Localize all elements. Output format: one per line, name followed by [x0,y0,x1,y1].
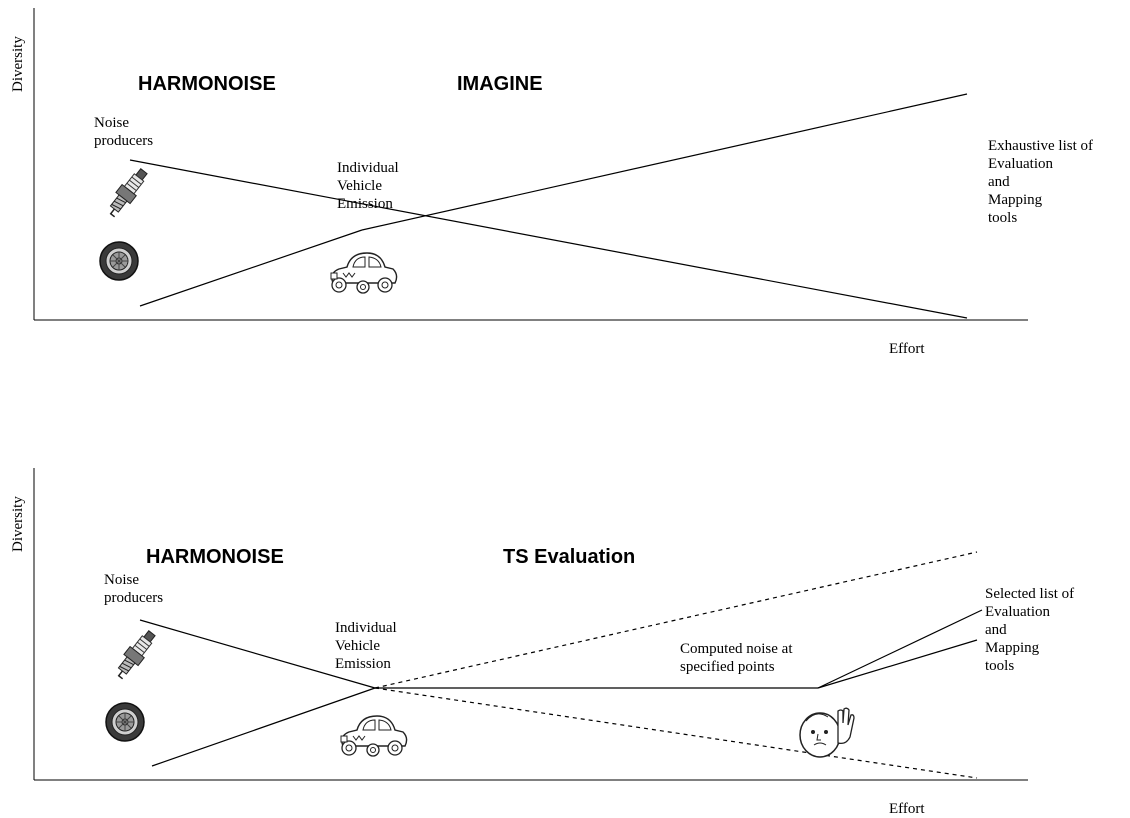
panel1-line-rising-left [139,229,363,307]
panel1-line-descending [129,159,968,319]
car-icon [340,715,408,757]
spark-plug-icon [110,626,160,683]
panel1-noise-producers-label: Noise producers [94,115,154,149]
panel1-left-heading: HARMONOISE [138,73,276,95]
tire-icon [99,241,139,281]
panel2-x-axis-label: Effort [889,801,925,817]
panel2-line-descending [139,619,376,689]
panel2-dashed-lower [374,687,978,779]
panel1-right-heading: IMAGINE [457,73,543,95]
panel2-dashed-upper [374,551,978,689]
spark-plug-icon [102,164,152,221]
panel2-computed-noise-label: Computed noise at specified points [680,641,793,675]
panel1-individual-vehicle-label: Individual Vehicle Emission [337,160,399,212]
panel1-x-axis-label: Effort [889,341,925,357]
panel2-branch-upper [817,609,983,689]
panel1-y-axis-label: Diversity [10,36,26,92]
car-icon [330,252,398,294]
panel2-left-heading: HARMONOISE [146,546,284,568]
panel1-line-rising-right [361,93,968,231]
panel2-branch-lower [817,639,978,689]
panel1-exhaustive-list-label: Exhaustive list of Evaluation and Mappin… [988,138,1093,226]
panel2-line-rising [151,687,376,767]
panel2-selected-list-label: Selected list of Evaluation and Mapping … [985,586,1075,674]
face-hand-icon [799,707,855,758]
tire-icon [105,702,145,742]
panel2-noise-producers-label: Noise producers [104,572,164,606]
panel2-y-axis-label: Diversity [10,496,26,552]
panel2-individual-vehicle-label: Individual Vehicle Emission [335,620,397,672]
panel2-right-heading: TS Evaluation [503,546,636,568]
